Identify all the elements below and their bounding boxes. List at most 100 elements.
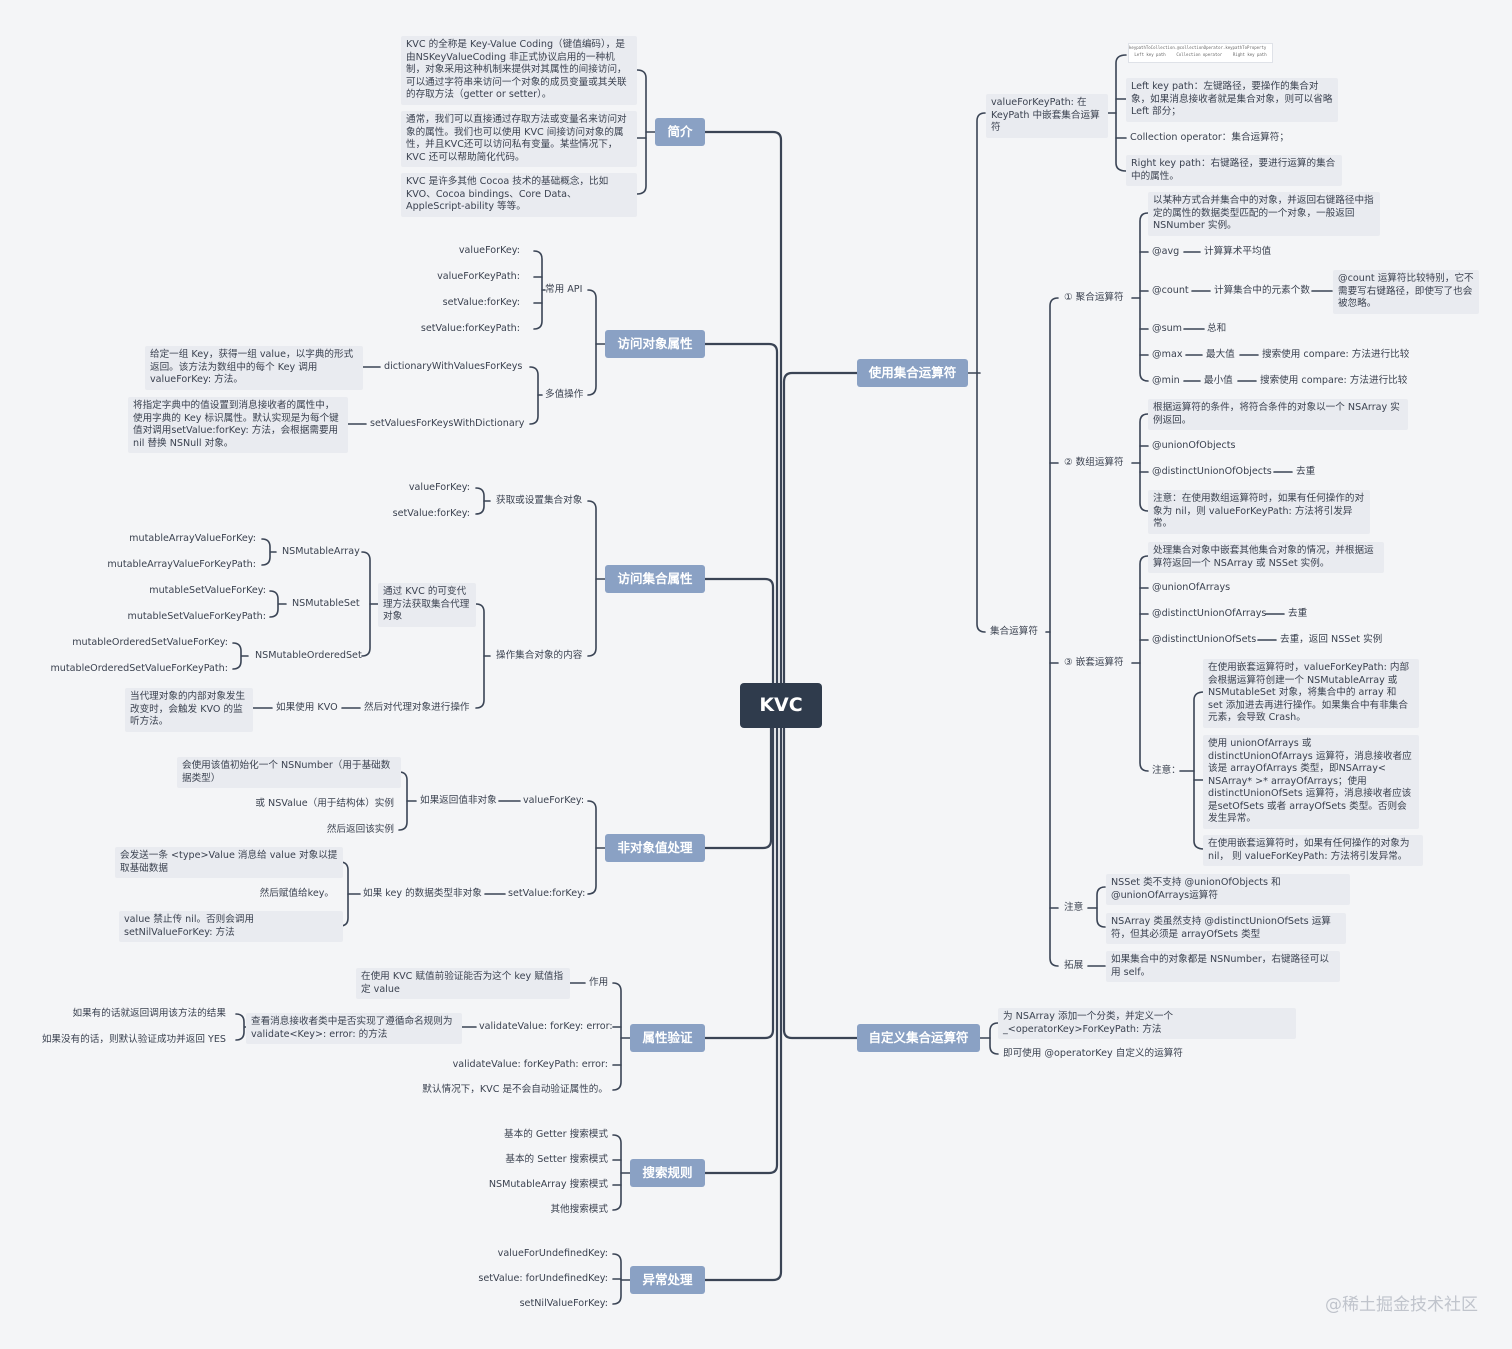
expand-label: 拓展	[1064, 960, 1084, 971]
nonobj-set-value-for-key: setValue:forKey:	[508, 888, 586, 899]
ret-nonobj-label: 如果返回值非对象	[420, 795, 497, 806]
mutable-set-value-for-key: mutableSetValueForKey:	[149, 585, 266, 596]
nsnumber-desc: 会使用该值初始化一个 NSNumber（用于基础数据类型）	[177, 757, 401, 788]
branch-nonobj[interactable]: 非对象值处理	[605, 834, 705, 862]
set-with-dict-desc: 将指定字典中的值设置到消息接收者的属性中，使用字典的 Key 标识属性。默认实现…	[128, 397, 348, 453]
keypath-diagram-text: keypathToCollection.@collectionOperator.…	[1129, 45, 1267, 50]
arr-note: 注意：在使用数组运算符时，如果有任何操作的对象为 nil，则 valueForK…	[1148, 490, 1370, 534]
op-sum: @sum	[1152, 323, 1183, 334]
op-distinct-union-of-arrays: @distinctUnionOfArrays	[1152, 608, 1267, 619]
branch-exception[interactable]: 异常处理	[630, 1266, 705, 1294]
note-nsset: NSSet 类不支持 @unionOfObjects 和 @unionOfArr…	[1106, 874, 1350, 905]
dictionary-with-values-for-keys: dictionaryWithValuesForKeys	[384, 361, 523, 372]
validate-no-yes: 如果没有的话，则默认验证成功并返回 YES	[41, 1034, 226, 1045]
api-set-value-for-key: setValue:forKey:	[442, 297, 520, 308]
search-setter: 基本的 Setter 搜索模式	[505, 1154, 608, 1165]
op-count: @count	[1152, 285, 1189, 296]
nonobj-value-for-key: valueForKey:	[523, 795, 585, 806]
keypath-diagram-image: keypathToCollection.@collectionOperator.…	[1128, 43, 1273, 63]
agg-desc: 以某种方式合并集合中的对象，并返回右键路径中指定的属性的数据类型匹配的一个对象，…	[1148, 192, 1380, 236]
branch-search[interactable]: 搜索规则	[630, 1159, 705, 1187]
api-value-for-key-path: valueForKeyPath:	[437, 271, 520, 282]
nsmutablearray-label: NSMutableArray	[282, 546, 360, 557]
set-ops-label: 集合运算符	[990, 626, 1038, 637]
mutable-array-value-for-key-path: mutableArrayValueForKeyPath:	[107, 559, 256, 570]
mutable-ordered-set-value-for-key-path: mutableOrderedSetValueForKeyPath:	[50, 663, 228, 674]
op-sum-desc: 总和	[1207, 323, 1227, 334]
arr-desc: 根据运算符的条件，将符合条件的对象以一个 NSArray 实例返回。	[1148, 399, 1408, 430]
keypath-title: valueForKeyPath: 在 KeyPath 中嵌套集合运算符	[986, 94, 1108, 138]
note-label: 注意	[1064, 902, 1084, 913]
via-proxy-label: 通过 KVC 的可变代理方法获取集合代理对象	[378, 583, 476, 627]
keypath-left-label: Left key path	[1134, 52, 1166, 57]
mutable-ordered-set-value-for-key: mutableOrderedSetValueForKey:	[72, 637, 228, 648]
op-dedupe-set: 去重，返回 NSSet 实例	[1280, 634, 1383, 645]
nsmutableset-label: NSMutableSet	[292, 598, 360, 609]
left-key-path-desc: Left key path：左键路径，要操作的集合对象，如果消息接收者就是集合对…	[1126, 78, 1338, 122]
watermark: @稀土掘金技术社区	[1325, 1295, 1478, 1315]
nest-desc: 处理集合对象中嵌套其他集合对象的情况，并根据运算符返回一个 NSArray 或 …	[1148, 542, 1384, 573]
op-dedupe-arrays: 去重	[1288, 608, 1308, 619]
dict-with-values-desc: 给定一组 Key，获得一组 value，以字典的形式返回。该方法为数组中的每个 …	[145, 346, 363, 390]
then-assign: 然后赋值给key。	[259, 888, 334, 899]
custom-op-category: 为 NSArray 添加一个分类，并定义一个 _<operatorKey>For…	[998, 1008, 1296, 1039]
operate-coll-label: 操作集合对象的内容	[496, 650, 583, 661]
op-min-compare: 搜索使用 compare: 方法进行比较	[1260, 375, 1408, 386]
nest-note-1: 在使用嵌套运算符时，valueForKeyPath: 内部会根据运算符创建一个 …	[1203, 659, 1419, 728]
send-msg-desc: 会发送一条 <type>Value 消息给 value 对象以提取基础数据	[115, 847, 343, 878]
op-max-desc: 最大值	[1206, 349, 1235, 360]
branch-coll-ops[interactable]: 使用集合运算符	[857, 359, 968, 387]
right-key-path-desc: Right key path：右键路径，要进行运算的集合中的属性。	[1126, 155, 1342, 186]
validate-default: 默认情况下，KVC 是不会自动验证属性的。	[422, 1084, 608, 1095]
mutable-set-value-for-key-path: mutableSetValueForKeyPath:	[127, 611, 266, 622]
search-other: 其他搜索模式	[550, 1204, 608, 1215]
then-proxy-label: 然后对代理对象进行操作	[364, 702, 470, 713]
validate-role-label: 作用	[589, 977, 609, 988]
coll-set-value-for-key: setValue:forKey:	[392, 508, 470, 519]
op-avg: @avg	[1152, 246, 1180, 257]
coll-value-for-key: valueForKey:	[408, 482, 470, 493]
op-max-compare: 搜索使用 compare: 方法进行比较	[1262, 349, 1410, 360]
nest-note-label: 注意：	[1152, 765, 1181, 776]
exc-set-nil-value-for-key: setNilValueForKey:	[519, 1298, 608, 1309]
op-count-desc: 计算集合中的元素个数	[1214, 285, 1310, 296]
api-set-value-for-key-path: setValue:forKeyPath:	[420, 323, 520, 334]
multi-value-label: 多值操作	[545, 389, 584, 400]
validate-role-desc: 在使用 KVC 赋值前验证能否为这个 key 赋值指定 value	[356, 968, 570, 999]
validate-yes-call: 如果有的话就返回调用该方法的结果	[72, 1008, 227, 1019]
get-set-coll-label: 获取或设置集合对象	[496, 495, 583, 506]
intro-foundation: KVC 是许多其他 Cocoa 技术的基础概念，比如 KVO、Cocoa bin…	[401, 173, 637, 217]
branch-validate[interactable]: 属性验证	[630, 1024, 705, 1052]
keypath-op-label: Collection operator	[1176, 52, 1223, 57]
note-nsarray: NSArray 类虽然支持 @distinctUnionOfSets 运算符，但…	[1106, 913, 1346, 944]
search-nsmutablearray: NSMutableArray 搜索模式	[488, 1179, 608, 1190]
branch-custom-ops[interactable]: 自定义集合运算符	[857, 1024, 980, 1052]
nest-ops-label: ③ 嵌套运算符	[1064, 657, 1124, 668]
return-instance: 然后返回该实例	[326, 824, 394, 835]
op-count-note: @count 运算符比较特别，它不需要写右键路径，即使写了也会被忽略。	[1333, 270, 1479, 314]
intro-usage: 通常，我们可以直接通过存取方法或变量名来访问对象的属性。我们也可以使用 KVC …	[401, 111, 637, 167]
branch-access-coll[interactable]: 访问集合属性	[605, 565, 705, 593]
branch-intro[interactable]: 简介	[655, 118, 705, 146]
op-min-desc: 最小值	[1204, 375, 1233, 386]
mutable-array-value-for-key: mutableArrayValueForKey:	[129, 533, 256, 544]
agg-ops-label: ① 聚合运算符	[1064, 292, 1124, 303]
common-api-label: 常用 API	[545, 284, 583, 295]
validate-check-desc: 查看消息接收者类中是否实现了遵循命名规则为 validate<Key>: err…	[246, 1013, 462, 1044]
kvo-desc: 当代理对象的内部对象发生改变时，会触发 KVO 的监听方法。	[125, 688, 253, 732]
nil-forbid-desc: value 禁止传 nil。否则会调用 setNilValueForKey: 方…	[119, 911, 343, 942]
exc-set-value-for-undefined-key: setValue: forUndefinedKey:	[478, 1273, 608, 1284]
nest-note-2: 使用 unionOfArrays 或 distinctUnionOfArrays…	[1203, 735, 1419, 829]
key-nonobj-label: 如果 key 的数据类型非对象	[363, 888, 482, 899]
expand-desc: 如果集合中的对象都是 NSNumber，右键路径可以用 self。	[1106, 951, 1340, 982]
op-distinct-union-of-objects: @distinctUnionOfObjects	[1152, 466, 1272, 477]
op-max: @max	[1152, 349, 1183, 360]
root-node[interactable]: KVC	[740, 683, 822, 728]
validate-value-for-key: validateValue: forKey: error:	[479, 1021, 613, 1032]
op-union-of-arrays: @unionOfArrays	[1152, 582, 1231, 593]
search-getter: 基本的 Getter 搜索模式	[504, 1129, 608, 1140]
nsmutableorderedset-label: NSMutableOrderedSet	[255, 650, 362, 661]
branch-access-props[interactable]: 访问对象属性	[605, 330, 705, 358]
nest-note-3: 在使用嵌套运算符时，如果有任何操作的对象为 nil， 则 valueForKey…	[1203, 835, 1423, 866]
arr-ops-label: ② 数组运算符	[1064, 457, 1124, 468]
